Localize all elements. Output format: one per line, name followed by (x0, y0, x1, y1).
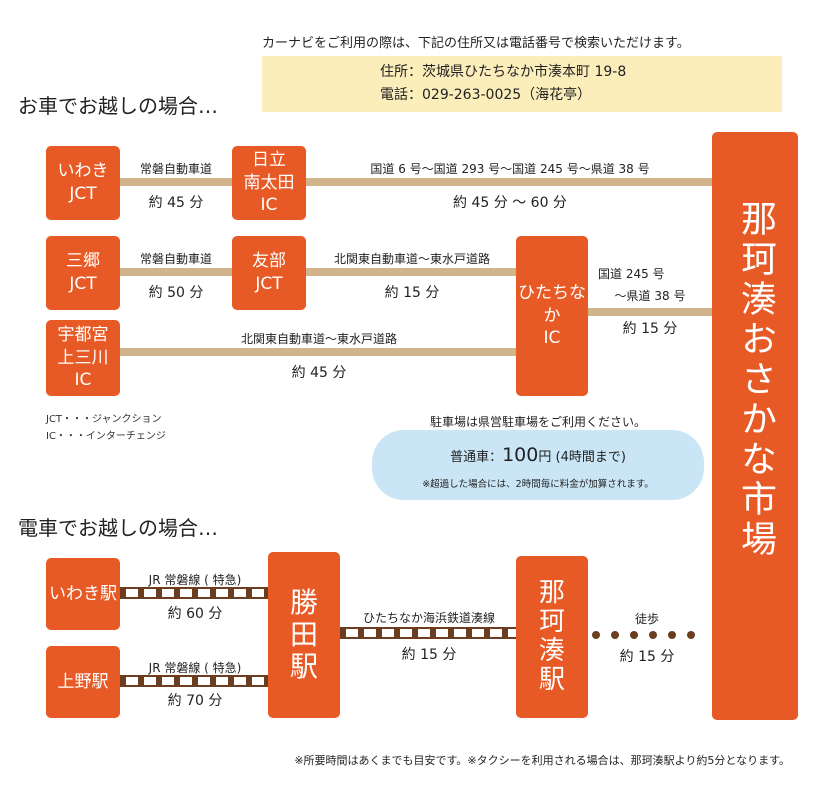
walk-dot (668, 631, 676, 639)
destination-label: 那珂湊おさかな市場 (735, 200, 776, 560)
utsunomiya-ic-box: 宇都宮 上三川 IC (46, 320, 120, 396)
walk-dot (630, 631, 638, 639)
navi-note: カーナビをご利用の際は、下記の住所又は電話番号で検索いただけます。 (262, 36, 690, 51)
route6-label: 北関東自動車道〜東水戸道路 (240, 332, 397, 346)
road-iwaki-hitachi (120, 178, 232, 186)
rail-iwaki-katsuta (120, 587, 268, 599)
destination-box: 那珂湊おさかな市場 (712, 132, 798, 720)
line1-label: JR 常磐線 ( 特急) (148, 573, 242, 587)
ueno-station-box: 上野駅 (46, 646, 120, 718)
line3-time: 約 15 分 (401, 647, 457, 663)
road-tomobe-hitachinaka (306, 268, 516, 276)
parking-overtime-note: ※超過した場合には、2時間毎に料金が加算されます。 (422, 479, 654, 490)
parking-price-prefix: 普通車： (450, 450, 503, 465)
nakaminato-station-box: 那 珂 湊 駅 (516, 556, 588, 718)
tomobe-jct-box: 友部 JCT (232, 236, 306, 310)
parking-price-suffix: 円 (4時間まで) (538, 450, 626, 465)
parking-price-value: 100 (502, 444, 539, 466)
route2-time: 約 45 分 〜 60 分 (453, 195, 567, 211)
route4-label: 北関東自動車道〜東水戸道路 (333, 252, 490, 266)
road-misato-tomobe (120, 268, 232, 276)
car-heading: お車でお越しの場合… (18, 94, 218, 118)
legend-jct: JCT・・・ジャンクション (46, 414, 162, 425)
route1-time: 約 45 分 (148, 195, 204, 211)
walk-dot (687, 631, 695, 639)
walk-label: 徒歩 (634, 612, 659, 626)
phone-line: 電話：029-263-0025（海花亭） (380, 87, 592, 103)
route5-label-1: 国道 245 号 (598, 267, 665, 281)
parking-title: 駐車場は県営駐車場をご利用ください。 (429, 415, 646, 429)
footer-note: ※所要時間はあくまでも目安です。※タクシーを利用される場合は、那珂湊駅より約5分… (294, 754, 790, 767)
address-box (262, 56, 782, 112)
rail-katsuta-nakaminato (340, 627, 516, 639)
walk-dot (592, 631, 600, 639)
route5-time: 約 15 分 (622, 321, 678, 337)
road-hitachinaka-destination (588, 308, 712, 316)
parking-box: 普通車：100円 (4時間まで) ※超過した場合には、2時間毎に料金が加算されま… (372, 430, 704, 500)
legend-ic: IC・・・インターチェンジ (46, 431, 166, 442)
road-hitachi-destination (306, 178, 712, 186)
hitachi-ic-box: 日立 南太田 IC (232, 146, 306, 220)
train-heading: 電車でお越しの場合… (18, 516, 218, 540)
route3-time: 約 50 分 (148, 285, 204, 301)
line1-time: 約 60 分 (167, 606, 223, 622)
route4-time: 約 15 分 (384, 285, 440, 301)
misato-jct-box: 三郷 JCT (46, 236, 120, 310)
walk-dot (611, 631, 619, 639)
road-utsunomiya-hitachinaka (120, 348, 516, 356)
katsuta-station-box: 勝 田 駅 (268, 552, 340, 718)
address-line: 住所：茨城県ひたちなか市湊本町 19-8 (380, 64, 627, 80)
route6-time: 約 45 分 (291, 365, 347, 381)
rail-ueno-katsuta (120, 675, 268, 687)
route1-label: 常磐自動車道 (139, 162, 212, 176)
walk-dot (649, 631, 657, 639)
line2-label: JR 常磐線 ( 特急) (148, 661, 242, 675)
line2-time: 約 70 分 (167, 693, 223, 709)
walk-path (592, 631, 695, 639)
iwaki-station-box: いわき駅 (46, 558, 120, 630)
hitachinaka-ic-box: ひたちなか IC (516, 236, 588, 396)
parking-price: 普通車：100円 (4時間まで) (372, 444, 704, 466)
route3-label: 常磐自動車道 (139, 252, 212, 266)
route2-label: 国道 6 号〜国道 293 号〜国道 245 号〜県道 38 号 (370, 162, 650, 176)
iwaki-jct-box: いわき JCT (46, 146, 120, 220)
line3-label: ひたちなか海浜鉄道湊線 (362, 611, 495, 625)
route5-label-2: 〜県道 38 号 (614, 289, 686, 303)
walk-time: 約 15 分 (619, 649, 675, 665)
